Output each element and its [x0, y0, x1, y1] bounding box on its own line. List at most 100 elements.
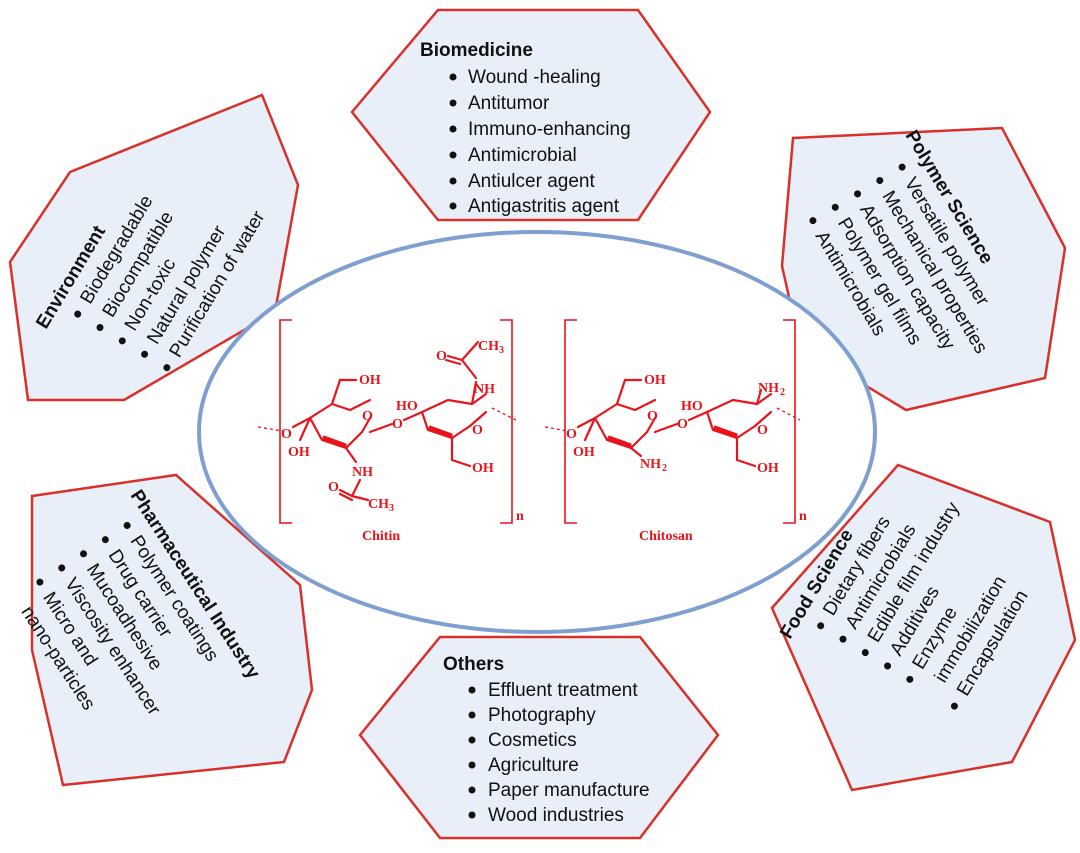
chitin-ch3-top-sub: 3	[499, 345, 504, 356]
bullet-icon	[449, 99, 457, 107]
bond	[576, 416, 597, 429]
bullet-icon	[96, 323, 104, 331]
list-item: Wound -healing	[468, 67, 601, 88]
panel-pharmaceutical-industry: Pharmaceutical Industry Polymer coatings…	[17, 473, 314, 787]
bullet-icon	[839, 635, 847, 643]
bullet-icon	[468, 811, 476, 819]
bond	[653, 422, 679, 434]
chitosan-ring-2	[705, 392, 773, 414]
list-item: Photography	[488, 705, 596, 726]
bullet-icon	[817, 622, 825, 630]
bond	[344, 446, 358, 464]
bond	[460, 340, 480, 362]
environment-hexagon	[8, 93, 300, 402]
chitin-oh-left: OH	[288, 445, 310, 460]
bullet-icon	[449, 151, 457, 159]
chitin-name: Chitin	[362, 529, 400, 544]
bullet-icon	[449, 125, 457, 133]
chitin-ch3-bottom-sub: 3	[389, 503, 394, 514]
chitin-oh-bottom: OH	[472, 461, 494, 476]
bullet-icon	[449, 202, 457, 210]
chitin-repeat-n: n	[516, 509, 524, 524]
bond	[350, 478, 362, 498]
bond-wedge	[712, 425, 738, 439]
panel-polymer-science: Polymer Science Versatile polymer Mechan…	[780, 126, 1067, 412]
chitin-o-ring1: O	[362, 409, 373, 424]
list-item: Antiulcer agent	[468, 171, 595, 192]
bullet-icon	[809, 217, 817, 225]
chitin-right-chain-bond	[491, 407, 517, 421]
bond	[330, 378, 342, 406]
bullet-icon	[884, 662, 892, 670]
chitosan-left-chain-bond	[544, 426, 569, 432]
biomedicine-title: Biomedicine	[420, 40, 533, 61]
bullet-icon	[36, 578, 44, 586]
pharmaceutical-hexagon	[30, 473, 314, 787]
bullet-icon	[906, 675, 914, 683]
chitosan-oh-left: OH	[573, 445, 595, 460]
bullet-icon	[468, 736, 476, 744]
chitin-structure: n O O OH OH NH O CH 3 O O HO NH	[257, 319, 524, 544]
chitin-oh-top: OH	[359, 373, 381, 388]
bond	[350, 494, 370, 502]
chitosan-o-ring2: O	[757, 423, 768, 438]
chitin-ch3-bottom: CH	[368, 497, 389, 512]
bond-wedge	[321, 435, 347, 449]
bullet-icon	[449, 177, 457, 185]
bond	[450, 458, 472, 468]
bond	[338, 492, 354, 502]
bond	[446, 354, 464, 362]
bullet-icon	[876, 176, 884, 184]
bullet-icon	[80, 550, 88, 558]
bullet-icon	[950, 702, 958, 710]
chitosan-o-ring1: O	[647, 409, 658, 424]
bond	[338, 488, 354, 498]
bullet-icon	[74, 310, 82, 318]
list-item: Antigastritis agent	[468, 196, 620, 217]
chitosan-o-left: O	[566, 427, 577, 442]
center-ellipse	[197, 230, 877, 634]
bullet-icon	[58, 564, 66, 572]
bond	[687, 410, 709, 422]
bond	[460, 358, 478, 380]
chitosan-ho-mid: HO	[681, 399, 703, 414]
others-hexagon	[358, 635, 720, 840]
bond	[629, 446, 643, 458]
bond	[298, 416, 312, 442]
chitosan-o-bridge: O	[677, 417, 688, 432]
others-title: Others	[443, 654, 504, 675]
chitin-left-chain-bond	[257, 426, 284, 432]
bond	[615, 378, 627, 406]
chitosan-name: Chitosan	[639, 529, 693, 544]
bond	[291, 416, 312, 429]
panel-others: Others Effluent treatment Photography Co…	[358, 635, 720, 840]
chitin-ho-mid: HO	[396, 399, 418, 414]
bullet-icon	[449, 73, 457, 81]
bullet-icon	[468, 761, 476, 769]
chitosan-left-bracket	[564, 319, 577, 524]
food-science-hexagon	[770, 463, 1077, 792]
list-item: Wood industries	[488, 805, 624, 826]
chitosan-repeat-n: n	[799, 509, 807, 524]
list-item: Immuno-enhancing	[468, 119, 631, 140]
chitin-nh-bottom: NH	[352, 465, 373, 480]
chitosan-structure: n O O OH OH NH 2 O O HO NH 2 OH Chitos	[544, 319, 807, 544]
bond	[583, 416, 597, 442]
polymer-science-hexagon	[780, 126, 1067, 412]
panel-environment: Environment Biodegradable Biocompatible …	[8, 93, 300, 402]
bullet-icon	[468, 786, 476, 794]
bond	[470, 380, 478, 406]
list-item: Effluent treatment	[488, 680, 638, 701]
biomedicine-hexagon	[350, 8, 712, 222]
bond	[368, 422, 394, 434]
chitin-o-carbonyl-top: O	[436, 349, 447, 364]
chitin-ch3-top: CH	[478, 339, 499, 354]
chitosan-oh-bottom: OH	[757, 461, 779, 476]
chitosan-nh2-top: NH	[758, 381, 779, 396]
bullet-icon	[101, 536, 109, 544]
chitosan-ring-1	[593, 398, 657, 420]
bullet-icon	[141, 350, 149, 358]
chitin-o-carbonyl-bottom: O	[328, 480, 339, 495]
bond-wedge	[606, 435, 632, 449]
